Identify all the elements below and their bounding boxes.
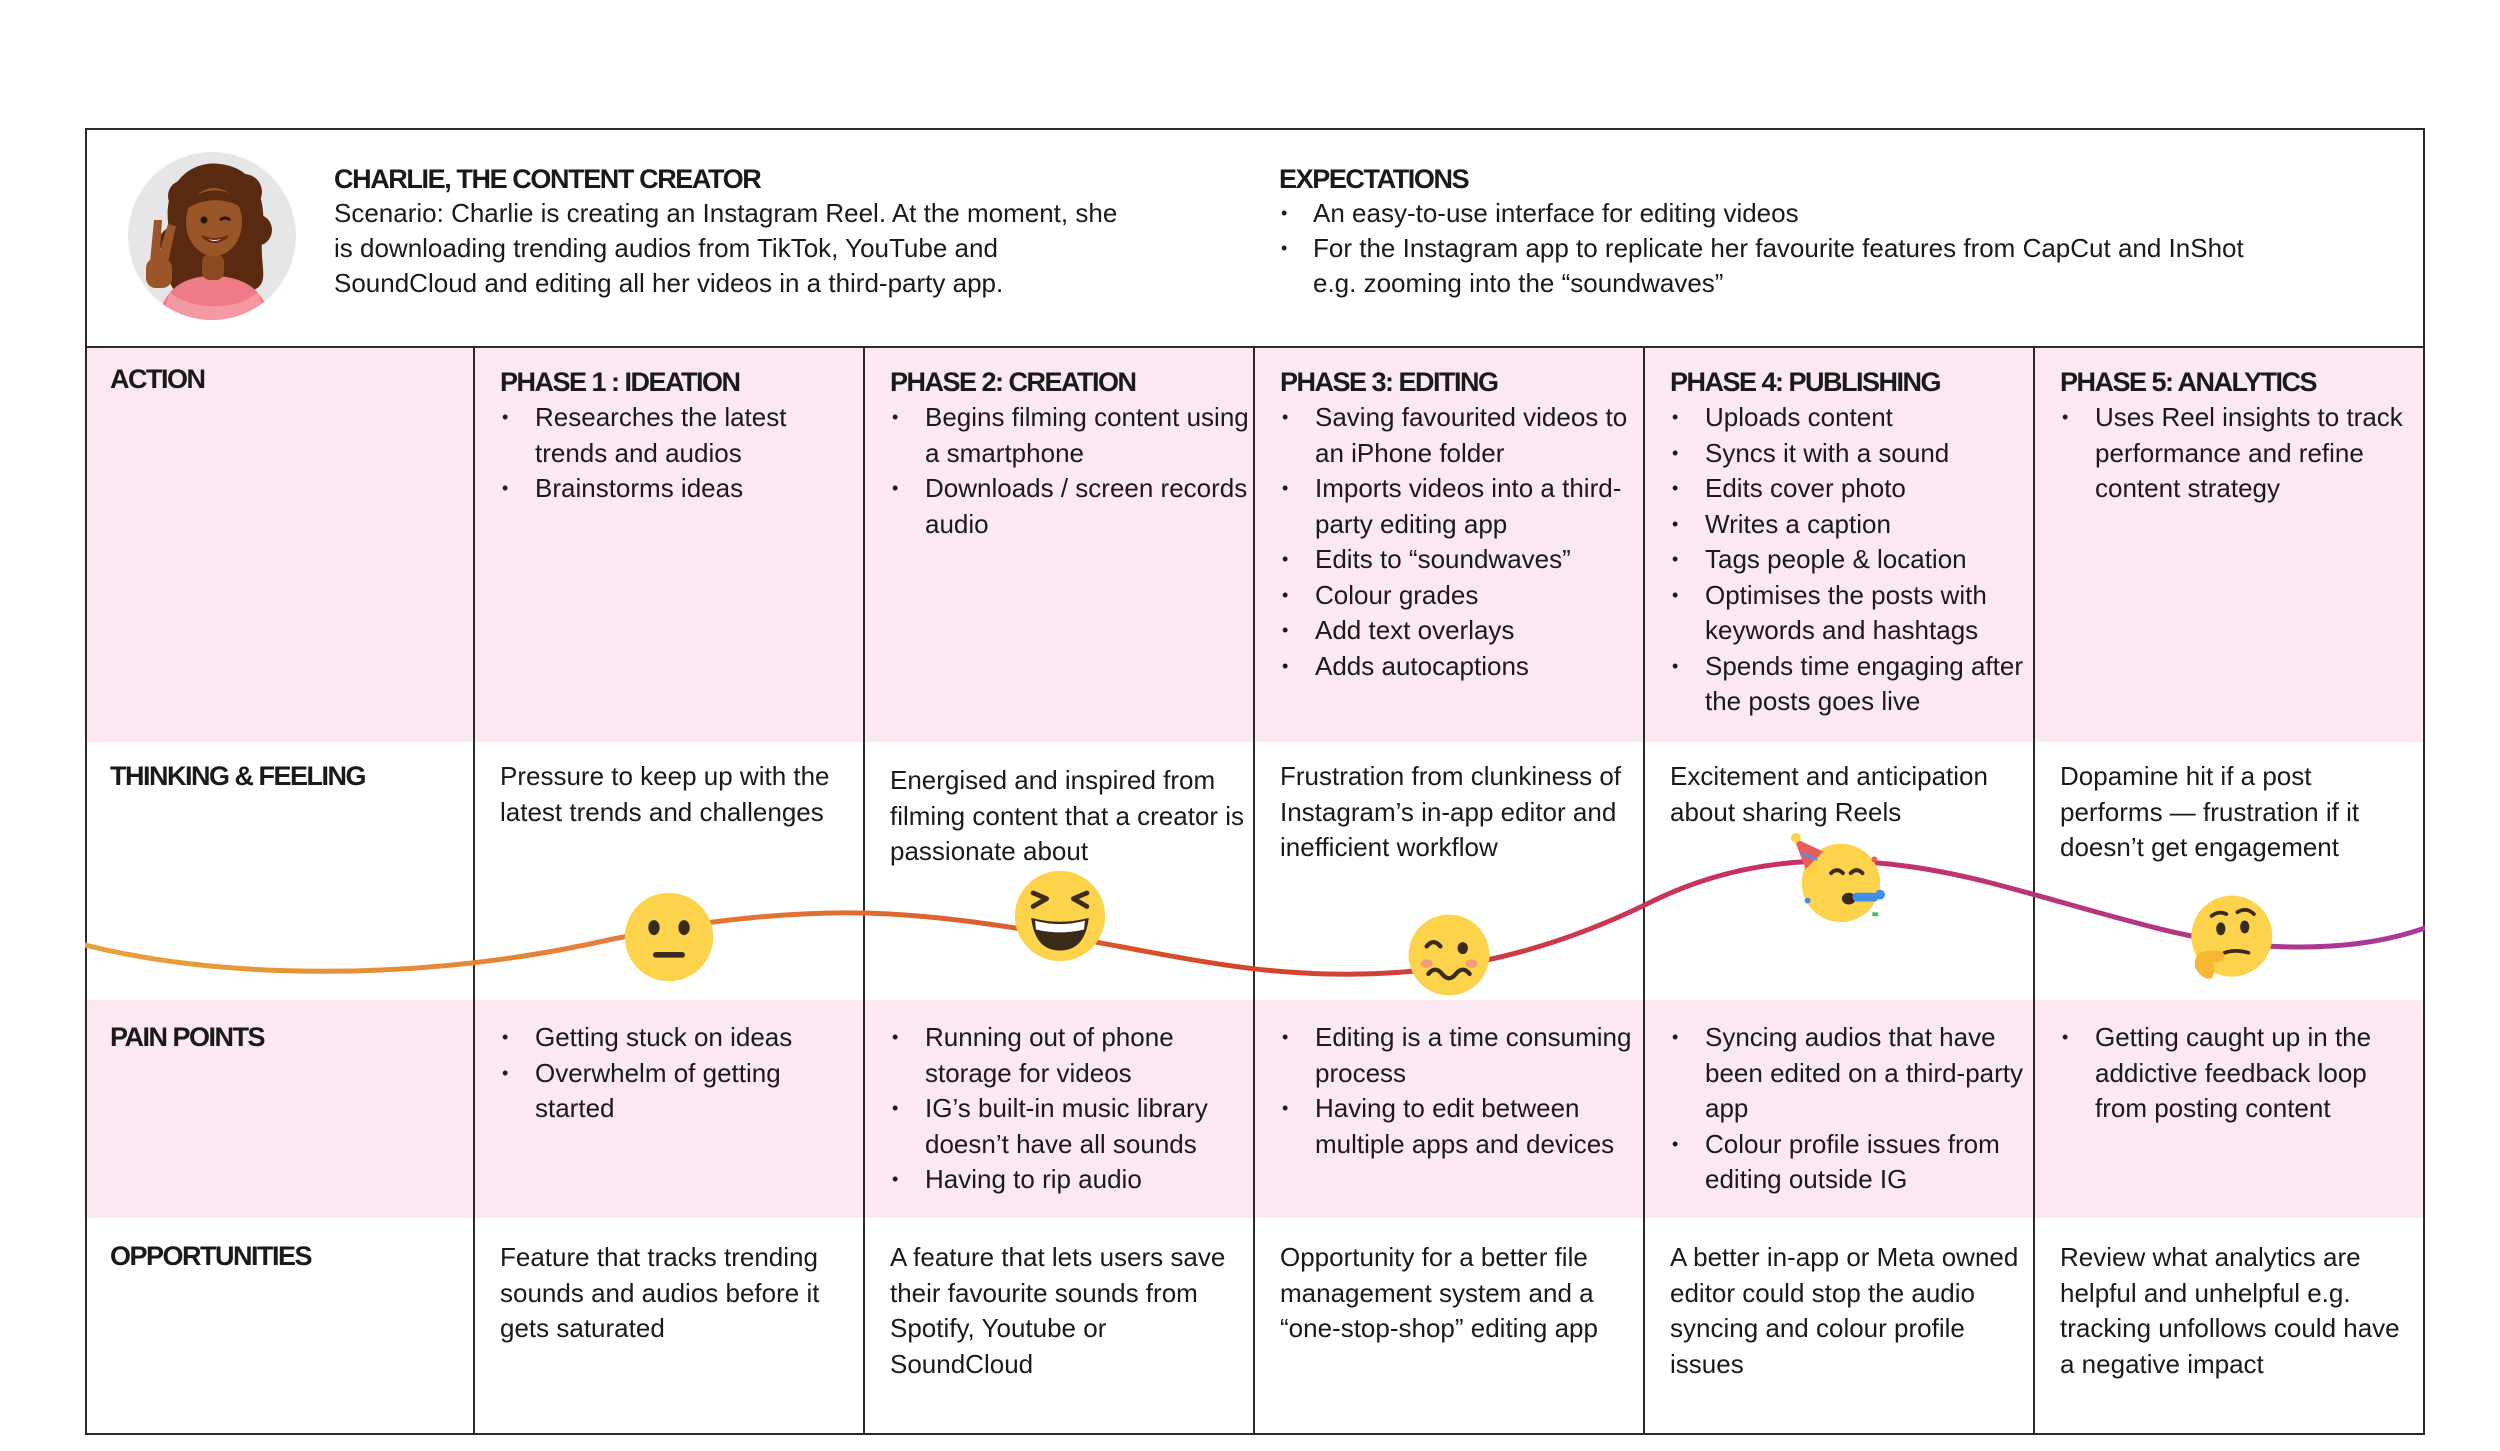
list-item: Getting stuck on ideas <box>500 1020 860 1056</box>
list-item: Saving favourited videos to an iPhone fo… <box>1280 400 1640 471</box>
phase-2-pain-points: Running out of phone storage for videos … <box>890 1020 1250 1198</box>
list-item: Colour profile issues from editing outsi… <box>1670 1127 2030 1198</box>
list-item: Uses Reel insights to track performance … <box>2060 400 2420 507</box>
action-list: Uploads content Syncs it with a sound Ed… <box>1670 400 2030 720</box>
action-list: Saving favourited videos to an iPhone fo… <box>1280 400 1640 684</box>
list-item: Writes a caption <box>1670 507 2030 543</box>
list-item: Downloads / screen records audio <box>890 471 1250 542</box>
expectation-item: For the Instagram app to replicate her f… <box>1279 231 2379 301</box>
expectations-title: EXPECTATIONS <box>1279 164 1470 194</box>
action-band <box>85 347 2425 742</box>
pain-points-band <box>85 1000 2425 1218</box>
list-item: Imports videos into a third-party editin… <box>1280 471 1640 542</box>
column-divider-1 <box>473 347 475 1435</box>
persona-title: CHARLIE, THE CONTENT CREATOR <box>334 164 762 194</box>
list-item: Optimises the posts with keywords and ha… <box>1670 578 2030 649</box>
phase-title: PHASE 1 : IDEATION <box>500 367 741 397</box>
list-item: Edits cover photo <box>1670 471 2030 507</box>
phase-1-action-cell: PHASE 1 : IDEATION Researches the latest… <box>500 364 860 507</box>
phase-title: PHASE 4: PUBLISHING <box>1670 367 1942 397</box>
phase-2-action-cell: PHASE 2: CREATION Begins filming content… <box>890 364 1250 542</box>
phase-title: PHASE 2: CREATION <box>890 367 1137 397</box>
phase-4-opportunity-text: A better in-app or Meta owned editor cou… <box>1670 1242 2019 1379</box>
list-item: Colour grades <box>1280 578 1640 614</box>
thinking-face-icon <box>2191 895 2273 979</box>
phase-title: PHASE 5: ANALYTICS <box>2060 367 2318 397</box>
phase-5-pain-points: Getting caught up in the addictive feedb… <box>2060 1020 2420 1127</box>
list-item: Uploads content <box>1670 400 2030 436</box>
row-label-action: ACTION <box>110 364 206 394</box>
list-item: Editing is a time consuming process <box>1280 1020 1640 1091</box>
row-label-opportunities: OPPORTUNITIES <box>110 1241 313 1271</box>
phase-1-opportunity-text: Feature that tracks trending sounds and … <box>500 1242 820 1343</box>
list-item: Spends time engaging after the posts goe… <box>1670 649 2030 720</box>
emotion-curve <box>85 858 2425 977</box>
column-divider-4 <box>1643 347 1645 1435</box>
column-divider-5 <box>2033 347 2035 1435</box>
phase-4-pain-points: Syncing audios that have been edited on … <box>1670 1020 2030 1198</box>
list-item: Syncing audios that have been edited on … <box>1670 1020 2030 1127</box>
persona-avatar-icon <box>128 152 296 320</box>
phase-3-opportunity-text: Opportunity for a better file management… <box>1280 1242 1598 1343</box>
list-item: Add text overlays <box>1280 613 1640 649</box>
list-item: Getting caught up in the addictive feedb… <box>2060 1020 2420 1127</box>
phase-1-pain-points: Getting stuck on ideas Overwhelm of gett… <box>500 1020 860 1127</box>
column-divider-3 <box>1253 347 1255 1435</box>
phase-4-action-cell: PHASE 4: PUBLISHING Uploads content Sync… <box>1670 364 2030 720</box>
phase-2-opportunity-text: A feature that lets users save their fav… <box>890 1242 1226 1379</box>
phase-4-thinking-text: Excitement and anticipation about sharin… <box>1670 761 1988 827</box>
phase-5-thinking-text: Dopamine hit if a post performs — frustr… <box>2060 761 2360 862</box>
phase-title: PHASE 3: EDITING <box>1280 367 1499 397</box>
list-item: Running out of phone storage for videos <box>890 1020 1250 1091</box>
expectation-item: An easy-to-use interface for editing vid… <box>1279 196 2379 231</box>
phase-3-pain-points: Editing is a time consuming process Havi… <box>1280 1020 1640 1162</box>
row-label-thinking-feeling: THINKING & FEELING <box>110 761 367 791</box>
action-list: Researches the latest trends and audios … <box>500 400 860 507</box>
phase-5-action-cell: PHASE 5: ANALYTICS Uses Reel insights to… <box>2060 364 2420 507</box>
list-item: Having to rip audio <box>890 1162 1250 1198</box>
expectations-list: An easy-to-use interface for editing vid… <box>1279 196 2379 301</box>
phase-2-thinking-text: Energised and inspired from filming cont… <box>890 765 1245 866</box>
phase-3-thinking-text: Frustration from clunkiness of Instagram… <box>1280 761 1622 862</box>
list-item: Overwhelm of getting started <box>500 1056 860 1127</box>
action-list: Uses Reel insights to track performance … <box>2060 400 2420 507</box>
neutral-face-icon <box>624 892 714 982</box>
list-item: Syncs it with a sound <box>1670 436 2030 472</box>
list-item: Adds autocaptions <box>1280 649 1640 685</box>
persona-scenario: Scenario: Charlie is creating an Instagr… <box>334 198 1118 298</box>
phase-5-opportunity-text: Review what analytics are helpful and un… <box>2060 1242 2400 1379</box>
list-item: Edits to “soundwaves” <box>1280 542 1640 578</box>
list-item: Researches the latest trends and audios <box>500 400 860 471</box>
phase-3-action-cell: PHASE 3: EDITING Saving favourited video… <box>1280 364 1640 684</box>
list-item: Having to edit between multiple apps and… <box>1280 1091 1640 1162</box>
action-list: Begins filming content using a smartphon… <box>890 400 1250 542</box>
grinning-squinting-face-icon <box>1014 870 1106 962</box>
column-divider-2 <box>863 347 865 1435</box>
phase-1-thinking-text: Pressure to keep up with the latest tren… <box>500 761 830 827</box>
woozy-face-icon <box>1408 914 1490 996</box>
list-item: IG’s built-in music library doesn’t have… <box>890 1091 1250 1162</box>
list-item: Brainstorms ideas <box>500 471 860 507</box>
row-label-pain-points: PAIN POINTS <box>110 1022 266 1052</box>
partying-face-icon <box>1790 832 1886 923</box>
header-divider <box>85 346 2425 348</box>
journey-map-frame <box>85 128 2425 1435</box>
list-item: Begins filming content using a smartphon… <box>890 400 1250 471</box>
emotion-curve-line <box>85 858 2425 977</box>
list-item: Tags people & location <box>1670 542 2030 578</box>
